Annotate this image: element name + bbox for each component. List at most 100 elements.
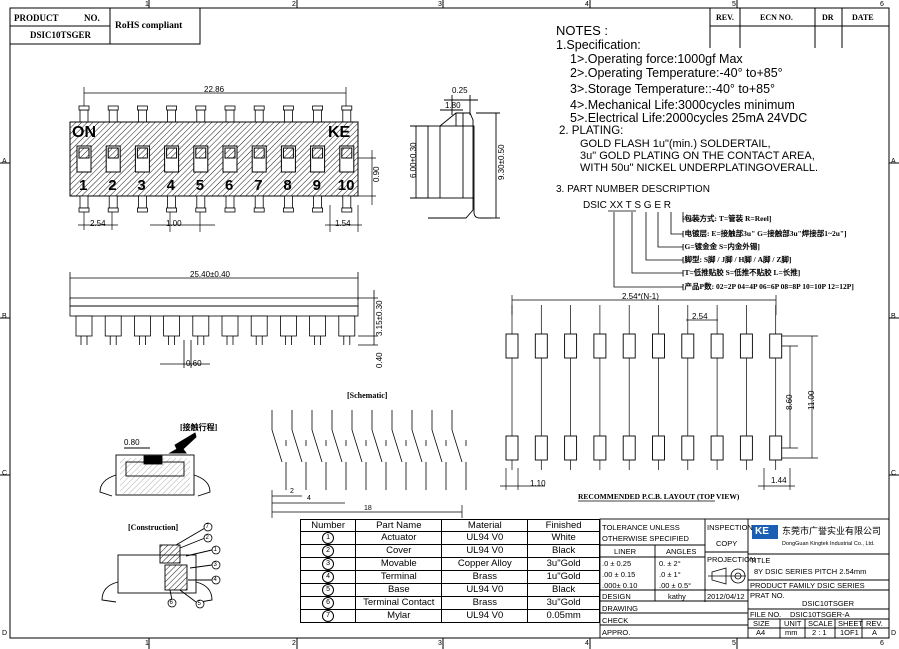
- top-pin-head: [224, 105, 236, 111]
- row-label: C: [891, 470, 897, 477]
- pcb-pad: [681, 435, 695, 461]
- file-number-label: FILE NO.: [750, 610, 782, 619]
- projection-label: PROJECTION: [707, 555, 756, 564]
- actuator-knob: [224, 147, 236, 159]
- row-label: A: [891, 158, 896, 165]
- schematic-switch: [291, 429, 303, 463]
- spec-title: 1.Specification:: [556, 38, 641, 52]
- size-value: A4: [756, 628, 766, 637]
- bottom-pin-head: [166, 207, 178, 213]
- part-desc-line: [G=镀金金 S=内金外锡]: [682, 242, 760, 251]
- dim-overall-width: 22.86: [204, 85, 225, 94]
- company-logo: KE: [755, 526, 769, 537]
- tolerance-value: .0 ± 0.25: [602, 559, 632, 568]
- no-label: NO.: [84, 13, 100, 23]
- row-label: D: [2, 630, 8, 637]
- switch-number: 10: [337, 177, 355, 194]
- dim-side-inner: 1.80: [445, 101, 461, 110]
- pcb-pad-offset: 1.44: [771, 476, 787, 485]
- col-label: 3: [438, 640, 442, 647]
- pcb-pad-width: 1.10: [530, 479, 546, 488]
- bottom-pin-head: [195, 207, 207, 213]
- sheet-value: 1OF1: [840, 628, 859, 637]
- col-label: 5: [732, 640, 736, 647]
- pcb-pad: [593, 435, 607, 461]
- row-label: A: [2, 158, 7, 165]
- front-pin: [338, 315, 356, 337]
- spec-line: 4>.Mechanical Life:3000cycles minimum: [570, 98, 795, 112]
- schematic-switch: [391, 429, 403, 463]
- part-desc-line: [产品P数: 02=2P 04=4P 06=6P 08=8P 10=10P 12…: [682, 282, 854, 291]
- front-pin: [75, 315, 93, 337]
- rohs-label: RoHS compliant: [115, 21, 183, 31]
- switch-number: 4: [166, 177, 175, 194]
- schematic-dim: 2: [290, 488, 294, 495]
- switch-number: 5: [195, 177, 205, 194]
- liner-label: LINER: [614, 547, 637, 556]
- check-label: CHECK: [602, 616, 629, 625]
- pcb-pad: [739, 333, 753, 359]
- schematic-switch: [371, 429, 383, 463]
- schematic-switch: [451, 429, 463, 463]
- sheet-label: SHEET: [838, 619, 864, 628]
- actuator-knob: [341, 147, 353, 159]
- schematic-switch: [271, 429, 283, 463]
- pcb-pad: [681, 333, 695, 359]
- plating-line: GOLD FLASH 1u"(min.) SOLDERTAIL,: [580, 138, 771, 150]
- callout-1: 1: [213, 546, 217, 553]
- part-code: DSIC XX T S G E R: [583, 200, 671, 211]
- row-label: C: [2, 470, 8, 477]
- dim-side-top: 0.25: [452, 86, 468, 95]
- pcb-pad: [505, 333, 519, 359]
- inspection-label: INSPECTION: [707, 523, 753, 532]
- product-number: DSIC10TSGER: [30, 30, 92, 40]
- dr-header: DR: [822, 13, 834, 22]
- pcb-pad: [769, 333, 783, 359]
- tolerance-value: .000± 0.10: [602, 581, 638, 590]
- angles-label: ANGLES: [666, 547, 697, 556]
- schematic-dim: 18: [364, 505, 372, 512]
- pcb-pad: [652, 333, 665, 359]
- pcb-pad: [710, 435, 724, 461]
- bom-cell: Mylar: [355, 609, 443, 623]
- pcb-pad: [652, 435, 665, 461]
- notes-title: NOTES :: [556, 23, 609, 38]
- rev-value: A: [872, 628, 878, 637]
- rev-label: REV.: [866, 619, 883, 628]
- scale-label: SCALE: [808, 619, 833, 628]
- actuator-knob: [166, 147, 178, 159]
- plating-line: WITH 50u" NICKEL UNDERPLATINGOVERALL.: [580, 162, 819, 174]
- bom-number-cell: 7: [299, 609, 357, 623]
- tolerance-title: OTHERWISE SPECIFIED: [602, 534, 689, 543]
- col-label: 2: [292, 640, 296, 647]
- spec-line: 2>.Operating Temperature:-40° to+85°: [570, 66, 783, 80]
- front-pin: [221, 315, 239, 337]
- spec-line: 5>.Electrical Life:2000cycles 25mA 24VDC: [570, 111, 808, 125]
- schematic-dim: 4: [307, 495, 311, 502]
- pcb-pad: [505, 435, 519, 461]
- col-label: 6: [880, 640, 884, 647]
- company-name-en: DongGuan Kingtek Industrial Co., Ltd.: [782, 541, 875, 547]
- unit-label: UNIT: [784, 619, 802, 628]
- size-label: SIZE: [753, 619, 770, 628]
- spec-line: 3>.Storage Temperature::-40° to+85°: [570, 82, 776, 96]
- front-pin: [279, 315, 297, 337]
- front-pin: [192, 315, 210, 337]
- pcb-pad: [769, 435, 783, 461]
- schematic-switch: [311, 429, 323, 463]
- actuator-knob: [136, 147, 148, 159]
- front-pin: [250, 315, 268, 337]
- col-label: 1: [145, 1, 149, 8]
- pcb-pad: [534, 333, 548, 359]
- top-pin-head: [166, 105, 178, 111]
